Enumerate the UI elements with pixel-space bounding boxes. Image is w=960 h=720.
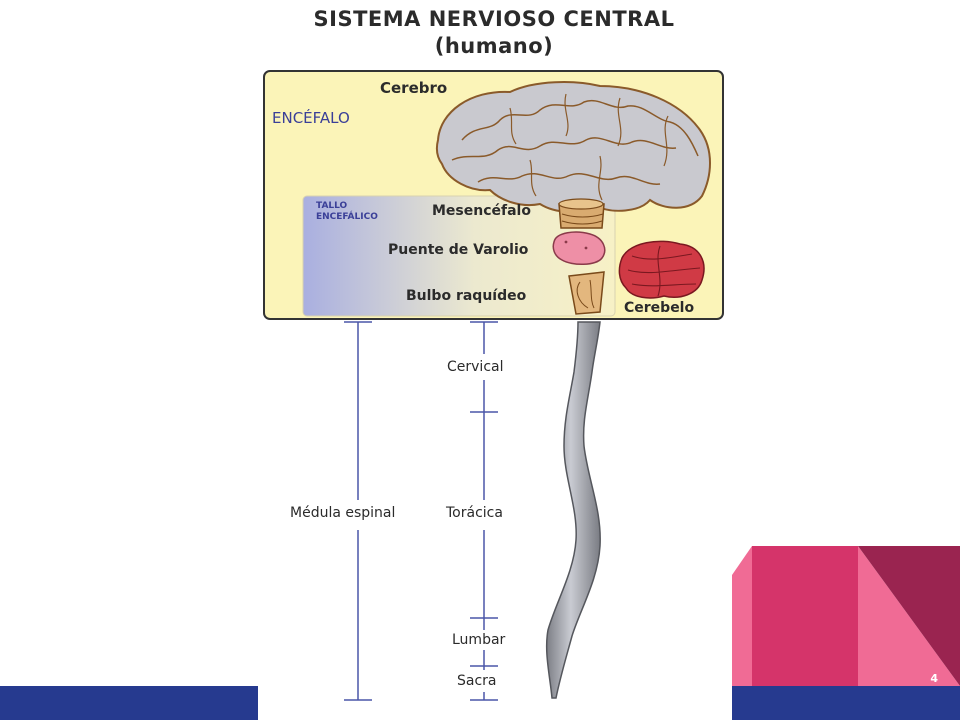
deco-shape-crimson: [752, 546, 858, 686]
brainstem-panel: [302, 195, 616, 317]
title-line2: (humano): [434, 34, 554, 58]
deco-shape-pink: [732, 546, 752, 686]
footer-bar-right: [732, 686, 960, 720]
diagram-title: SISTEMA NERVIOSO CENTRAL (humano): [0, 6, 960, 60]
brainstem-label-line1: TALLO: [316, 201, 348, 211]
medulla-icon: [568, 271, 605, 315]
region-label-cervical: Cervical: [447, 359, 504, 375]
region-label-thoracic: Torácica: [446, 505, 503, 521]
title-line1: SISTEMA NERVIOSO CENTRAL: [313, 7, 675, 31]
brainstem-label: TALLO ENCEFÁLICO: [316, 201, 378, 223]
brainstem-label-line2: ENCEFÁLICO: [316, 212, 378, 222]
spinal-cord-bracket: [344, 321, 372, 701]
pons-icon: [552, 231, 606, 265]
cerebrum-icon: [435, 81, 711, 213]
footer-bar-left: [0, 686, 258, 720]
region-brackets: [470, 321, 498, 701]
slide-number: 4: [930, 672, 938, 685]
mesencephalon-icon: [558, 198, 605, 229]
spinal-cord-label: Médula espinal: [290, 505, 396, 521]
deco-shape-maroon: [858, 546, 960, 686]
medulla-label: Bulbo raquídeo: [406, 288, 527, 304]
cerebellum-label: Cerebelo: [624, 300, 695, 316]
region-label-sacral: Sacra: [457, 673, 497, 689]
mesencephalon-label: Mesencéfalo: [432, 203, 531, 219]
cerebrum-label: Cerebro: [380, 79, 448, 97]
region-label-lumbar: Lumbar: [452, 632, 506, 648]
encephalon-label: ENCÉFALO: [272, 109, 350, 127]
pons-label: Puente de Varolio: [388, 242, 529, 258]
spinal-cord-icon: [545, 321, 601, 699]
cerebellum-icon: [618, 240, 705, 299]
